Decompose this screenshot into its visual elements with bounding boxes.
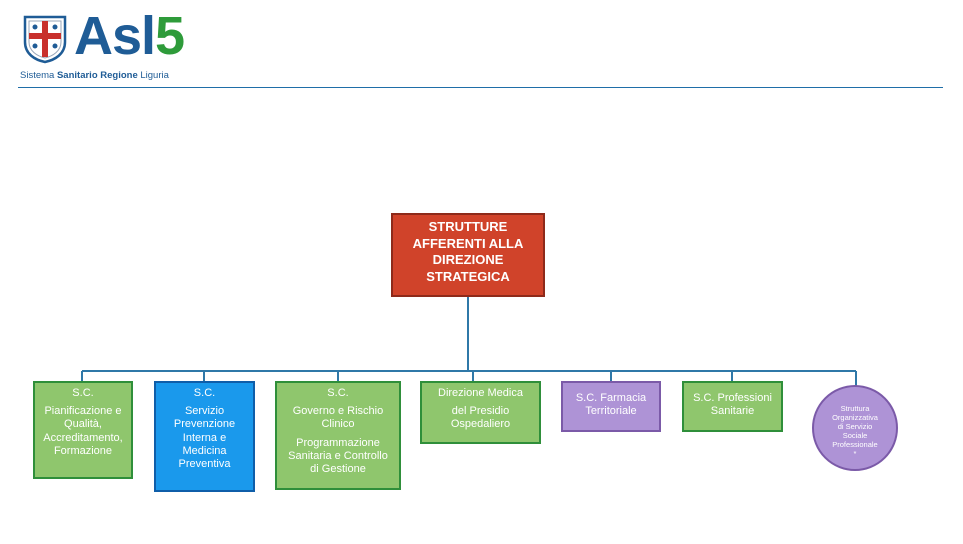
node-line: Sanitarie — [710, 405, 755, 418]
node-line: Governo e Rischio — [292, 405, 384, 418]
node-line: Territoriale — [585, 405, 637, 418]
brand-number: 5 — [155, 6, 185, 66]
node-servizio-sociale-professionale: Struttura Organizzativa di Servizio Soci… — [812, 385, 898, 471]
node-line: Struttura — [840, 404, 870, 413]
node-line: Servizio — [184, 405, 225, 418]
root-line: AFFERENTI ALLA — [412, 235, 524, 251]
node-line: Professionale — [832, 440, 878, 449]
node-line: Sanitaria e Controllo — [288, 449, 388, 462]
node-line: Formazione — [53, 444, 113, 457]
asl5-logo: Asl5 Sistema Sanitario Regione Liguria — [18, 6, 238, 82]
root-line: STRUTTURE — [428, 219, 508, 234]
node-line: S.C. — [327, 387, 349, 399]
node-line: S.C. Professioni — [693, 392, 772, 404]
node-prevenzione-medicina: S.C. Servizio Prevenzione Interna e Medi… — [154, 381, 255, 492]
node-line: S.C. — [72, 387, 94, 399]
node-line: Sociale — [842, 431, 868, 440]
node-line: S.C. Farmacia — [575, 392, 647, 404]
node-line: Medicina — [182, 444, 227, 457]
liguria-shield-icon — [23, 15, 67, 64]
node-line: Qualità, — [64, 418, 102, 431]
root-line: STRATEGICA — [426, 268, 510, 284]
tagline-strong: Sanitario Regione — [56, 70, 138, 81]
node-line: Clinico — [321, 418, 355, 431]
header-divider — [18, 87, 943, 88]
node-pianificazione-qualita: S.C. Pianificazione e Qualità, Accredita… — [33, 381, 133, 479]
node-farmacia-territoriale: S.C. Farmacia Territoriale — [561, 381, 661, 432]
tagline-prefix: Sistema — [20, 70, 55, 81]
tagline-suffix: Liguria — [140, 70, 169, 81]
node-governo-rischio-clinico: S.C. Governo e Rischio Clinico Programma… — [275, 381, 401, 490]
node-line: di Servizio — [837, 422, 873, 431]
brand-main: Asl — [74, 6, 156, 66]
node-line: * — [853, 449, 857, 458]
node-line: Programmazione — [296, 436, 380, 449]
brand-tagline: Sistema Sanitario Regione Liguria — [20, 70, 169, 81]
node-line: Pianificazione e — [44, 405, 122, 418]
node-line: Accreditamento, — [43, 431, 123, 444]
node-professioni-sanitarie: S.C. Professioni Sanitarie — [682, 381, 783, 432]
node-line: Direzione Medica — [438, 387, 523, 399]
node-line: del Presidio — [451, 405, 510, 418]
root-line: DIREZIONE — [432, 252, 504, 267]
node-line: Interna e — [182, 431, 227, 444]
node-direzione-medica: Direzione Medica del Presidio Ospedalier… — [420, 381, 541, 444]
node-line: di Gestione — [310, 463, 366, 476]
node-line: Ospedaliero — [450, 418, 511, 431]
node-line: Preventiva — [178, 458, 231, 471]
node-line: Prevenzione — [173, 418, 236, 431]
brand-wordmark: Asl5 — [74, 4, 185, 68]
root-node-direzione-strategica: STRUTTURE AFFERENTI ALLA DIREZIONE STRAT… — [391, 213, 545, 297]
node-line: Organizzativa — [832, 413, 878, 422]
node-line: S.C. — [193, 387, 216, 399]
